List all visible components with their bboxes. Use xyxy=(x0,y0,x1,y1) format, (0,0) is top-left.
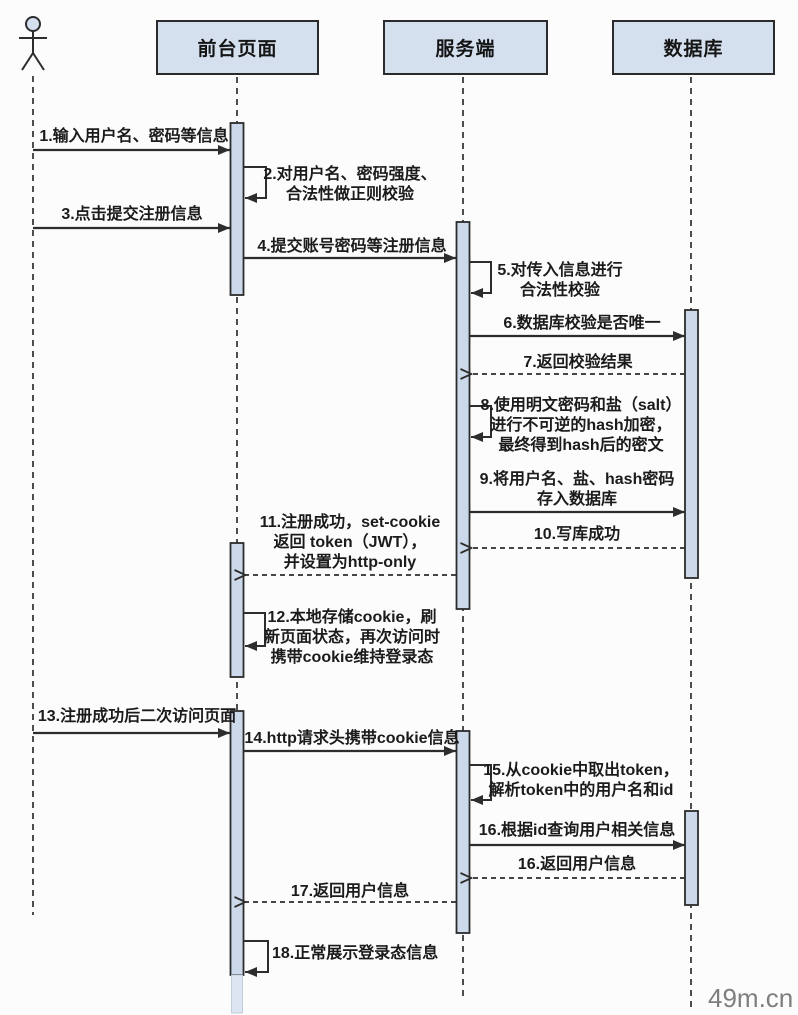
activation-frontend-3 xyxy=(229,710,245,976)
label-msg-3: 3.点击提交注册信息 xyxy=(61,206,203,223)
label-msg-13: 13.注册成功后二次访问页面 xyxy=(37,708,237,725)
label-msg-17: 17.返回用户信息 xyxy=(290,883,410,900)
label-msg-6: 6.数据库校验是否唯一 xyxy=(503,315,661,332)
label-msg-11: 11.注册成功，set-cookie 返回 token（JWT）， 并设置为ht… xyxy=(259,514,441,571)
label-msg-7: 7.返回校验结果 xyxy=(523,354,633,371)
label-msg-12: 12.本地存储cookie，刷 新页面状态，再次访问时 携带cookie维持登录… xyxy=(263,609,441,666)
participant-server: 服务端 xyxy=(383,20,548,75)
label-msg-1: 1.输入用户名、密码等信息 xyxy=(39,128,229,145)
watermark-text: 49m.cn xyxy=(708,983,794,1013)
label-msg-10: 10.写库成功 xyxy=(533,526,621,543)
participant-frontend: 前台页面 xyxy=(156,20,319,75)
label-msg-15: 15.从cookie中取出token， 解析token中的用户名和id xyxy=(483,762,679,799)
label-msg-14: 14.http请求头携带cookie信息 xyxy=(244,730,460,747)
label-msg-4: 4.提交账号密码等注册信息 xyxy=(257,238,447,255)
label-msg-9: 9.将用户名、盐、hash密码 存入数据库 xyxy=(479,471,675,508)
activation-frontend-3-tail xyxy=(231,974,243,1014)
activation-database-1 xyxy=(684,309,699,579)
label-msg-16: 16.根据id查询用户相关信息 xyxy=(478,822,676,839)
activation-frontend-1 xyxy=(229,122,245,296)
activation-server-1 xyxy=(455,221,471,610)
label-msg-18: 18.正常展示登录态信息 xyxy=(272,945,439,962)
selfcall-msg-5 xyxy=(470,261,492,298)
activation-frontend-2 xyxy=(229,542,245,678)
activation-database-2 xyxy=(684,810,699,906)
actor-icon xyxy=(19,16,47,71)
selfcall-msg-18 xyxy=(244,940,269,977)
selfcall-msg-15 xyxy=(470,764,492,805)
label-msg-2: 2.对用户名、密码强度、 合法性做正则校验 xyxy=(263,166,437,203)
label-msg-16-return: 16.返回用户信息 xyxy=(517,856,637,873)
selfcall-msg-2 xyxy=(244,166,267,203)
selfcall-msg-12 xyxy=(244,612,266,651)
activation-server-2 xyxy=(455,730,471,934)
label-msg-8: 8.使用明文密码和盐（salt） 进行不可逆的hash加密， 最终得到hash后… xyxy=(480,397,682,454)
participant-database: 数据库 xyxy=(612,20,775,75)
label-msg-5: 5.对传入信息进行 合法性校验 xyxy=(497,262,623,299)
selfcall-msg-8 xyxy=(470,405,492,442)
